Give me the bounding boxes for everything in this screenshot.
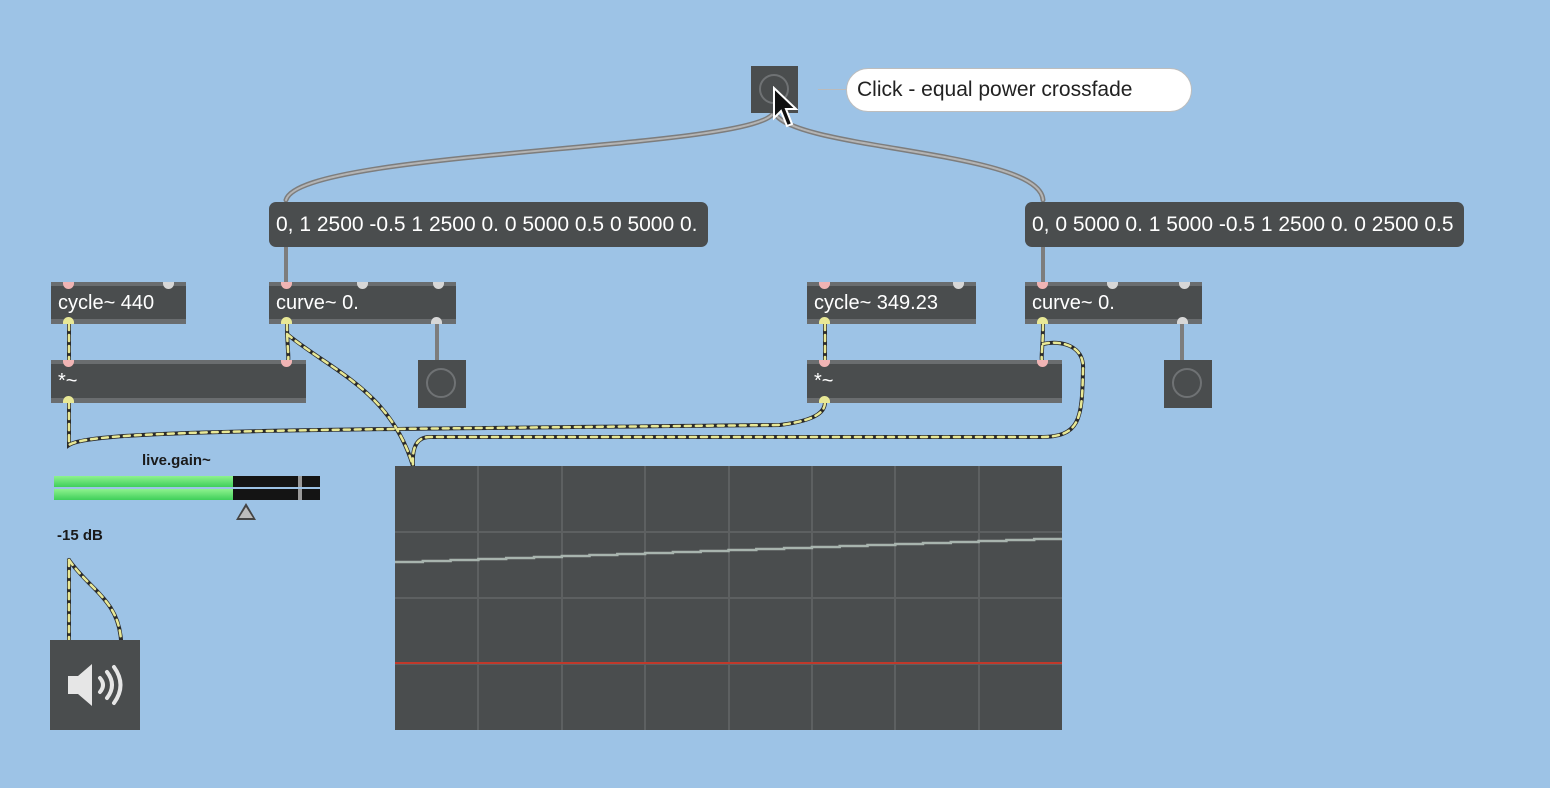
mult-left-object[interactable]: *~: [51, 360, 306, 403]
curve-right-done-bang[interactable]: [1164, 360, 1212, 408]
curve-right-outlet-done[interactable]: [1177, 317, 1188, 324]
gain-meter-left-tick-2: [300, 476, 302, 487]
right-curve-message[interactable]: 0, 0 5000 0. 1 5000 -0.5 1 2500 0. 0 250…: [1025, 202, 1464, 247]
cable-bang-to-left-message: [283, 109, 777, 203]
mult-right-label: *~: [814, 370, 834, 392]
gain-meter-left: [54, 476, 320, 487]
cycle-right-outlet[interactable]: [819, 317, 830, 324]
mult-right-object[interactable]: *~: [807, 360, 1062, 403]
cycle-left-outlet[interactable]: [63, 317, 74, 324]
cycle-right-inlet[interactable]: [819, 282, 830, 289]
gain-slider-handle[interactable]: [236, 503, 256, 520]
gain-meter-right-tick-2: [300, 489, 302, 500]
oscilloscope-display: [395, 466, 1062, 730]
curve-left-outlet-signal[interactable]: [281, 317, 292, 324]
mult-left-inlet-1[interactable]: [63, 360, 74, 367]
bang-icon: [426, 368, 456, 398]
curve-right-outlet-signal[interactable]: [1037, 317, 1048, 324]
cycle-left-phase-inlet[interactable]: [163, 282, 174, 289]
cycle-left-label: cycle~ 440: [58, 292, 155, 314]
gain-title: live.gain~: [142, 452, 211, 469]
curve-left-inlet-1[interactable]: [281, 282, 292, 289]
curve-left-inlet-2[interactable]: [357, 282, 368, 289]
curve-left-object[interactable]: curve~ 0.: [269, 282, 456, 324]
mult-left-outlet[interactable]: [63, 396, 74, 403]
curve-left-label: curve~ 0.: [276, 292, 359, 314]
cable-gain-to-dac-right: [67, 558, 123, 642]
curve-left-done-bang[interactable]: [418, 360, 466, 408]
curve-left-outlet-done[interactable]: [431, 317, 442, 324]
mult-left-label: *~: [58, 370, 78, 392]
mult-right-outlet[interactable]: [819, 396, 830, 403]
cycle-right-object[interactable]: cycle~ 349.23: [807, 282, 976, 324]
gain-meter-right-fill: [54, 489, 233, 500]
curve-right-label: curve~ 0.: [1032, 292, 1115, 314]
curve-right-object[interactable]: curve~ 0.: [1025, 282, 1202, 324]
curve-right-inlet-2[interactable]: [1107, 282, 1118, 289]
gain-slider[interactable]: [54, 476, 320, 500]
gain-meter-left-tick-1: [298, 476, 300, 487]
speaker-icon: [68, 664, 123, 706]
cycle-right-phase-inlet[interactable]: [953, 282, 964, 289]
scope-grey-trace: [395, 537, 1062, 564]
cycle-left-object[interactable]: cycle~ 440: [51, 282, 186, 324]
cable-curve-left-to-mult: [285, 322, 290, 366]
mult-left-inlet-2[interactable]: [281, 360, 292, 367]
cycle-left-inlet[interactable]: [63, 282, 74, 289]
curve-right-inlet-1[interactable]: [1037, 282, 1048, 289]
curve-left-inlet-3[interactable]: [433, 282, 444, 289]
cable-bang-to-right-message: [771, 109, 1046, 203]
gain-meter-left-fill: [54, 476, 233, 487]
mult-right-inlet-2[interactable]: [1037, 360, 1048, 367]
cable-curve-right-to-mult: [1040, 322, 1045, 366]
gain-meter-right: [54, 489, 320, 500]
mouse-cursor-icon: [773, 86, 798, 128]
crossfade-comment: Click - equal power crossfade: [846, 68, 1192, 112]
audio-output-toggle[interactable]: [50, 640, 140, 730]
bang-icon: [1172, 368, 1202, 398]
cycle-right-label: cycle~ 349.23: [814, 292, 938, 314]
left-curve-message[interactable]: 0, 1 2500 -0.5 1 2500 0. 0 5000 0.5 0 50…: [269, 202, 708, 247]
mult-right-inlet-1[interactable]: [819, 360, 830, 367]
curve-right-inlet-3[interactable]: [1179, 282, 1190, 289]
gain-meter-right-tick-1: [298, 489, 300, 500]
cable-mult-to-gain: [67, 400, 827, 448]
gain-value: -15 dB: [57, 527, 103, 544]
oscilloscope[interactable]: [395, 466, 1062, 730]
comment-connector: [818, 89, 846, 90]
